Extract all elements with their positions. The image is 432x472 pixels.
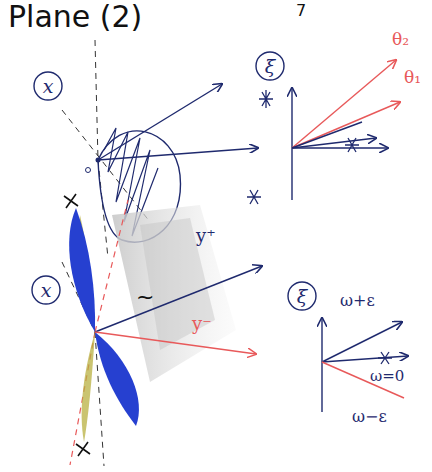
label-text: y⁻ — [192, 313, 212, 334]
cross-marks — [64, 194, 90, 456]
circled-symbol: x — [33, 71, 63, 101]
label-text: θ₂ — [392, 29, 409, 49]
frequency-axis-sketch — [322, 318, 408, 412]
title-text: Plane (2) — [8, 0, 142, 34]
tilde-mark: ~ — [136, 284, 154, 309]
circled-symbol: ξ — [287, 281, 317, 311]
frequency-label: ω−ε — [352, 408, 387, 426]
output-label: y⁺ — [196, 226, 216, 247]
output-space-sketch — [62, 194, 262, 466]
label-text: ~ — [136, 284, 154, 309]
angle-label: θ₂ — [392, 30, 409, 50]
page-number: 7 — [296, 2, 306, 20]
label-text: y⁺ — [196, 225, 216, 246]
symbol-text: ξ — [265, 57, 275, 76]
circled-symbol: x — [31, 275, 61, 305]
slide-title: Plane (2) — [8, 0, 142, 35]
label-text: ω=0 — [370, 367, 404, 385]
angle-label: θ₁ — [404, 68, 421, 88]
label-text: ω−ε — [352, 407, 387, 426]
star-mark — [378, 352, 392, 364]
output-label: y⁻ — [192, 314, 212, 335]
symbol-text: x — [41, 281, 52, 300]
star-marks — [247, 90, 359, 204]
frequency-label: ω=0 — [370, 368, 404, 385]
label-text: ω+ε — [340, 291, 375, 310]
frequency-label: ω+ε — [340, 292, 375, 310]
circled-symbol: ξ — [255, 51, 285, 81]
label-text: 7 — [296, 1, 306, 20]
symbol-text: ξ — [297, 287, 307, 306]
frequency-plane-sketch — [247, 60, 400, 204]
symbol-text: x — [43, 77, 54, 96]
label-text: θ₁ — [404, 67, 421, 87]
